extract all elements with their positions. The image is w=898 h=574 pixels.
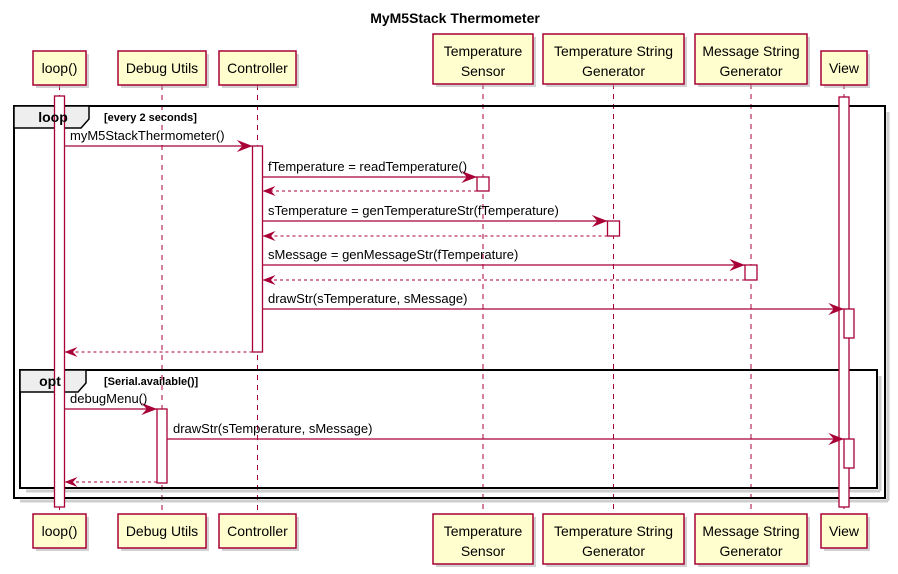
loop-frame (13, 105, 886, 499)
participant-bottom-view: View (820, 513, 870, 551)
activation-message-string-generator (744, 264, 758, 281)
diagram-title: MyM5Stack Thermometer (370, 10, 540, 26)
activation-temperature-string-generator (606, 220, 621, 237)
participant-label-line1: Temperature (444, 43, 523, 59)
participant-label-line1: Temperature String (554, 43, 673, 59)
participant-label: loop() (42, 60, 78, 76)
participant-top-view: View (820, 50, 870, 88)
message-label-mym5stackthermometer: myM5StackThermometer() (70, 128, 225, 143)
participant-label-line1: Temperature (444, 523, 523, 539)
message-label-genmessagestr: sMessage = genMessageStr(fTemperature) (268, 247, 518, 262)
message-label-debugmenu: debugMenu() (70, 391, 147, 406)
activation-debug-utils (156, 408, 168, 484)
participant-top-message-string-generator: Message String Generator (694, 33, 810, 87)
participant-label-line1: Message String (702, 43, 799, 59)
opt-frame-label: opt (39, 373, 61, 389)
loop-frame-condition: [every 2 seconds] (104, 112, 197, 124)
participant-label-line2: Generator (719, 543, 782, 559)
participant-bottom-temperature-string-generator: Temperature String Generator (542, 513, 687, 567)
participant-label: View (829, 523, 860, 539)
participant-top-debug-utils: Debug Utils (117, 50, 209, 88)
participant-top-controller: Controller (218, 50, 299, 88)
participant-bottom-message-string-generator: Message String Generator (694, 513, 810, 567)
activation-temperature-sensor (476, 176, 490, 192)
message-label-drawstr-loop: drawStr(sTemperature, sMessage) (268, 291, 467, 306)
participant-label-line2: Generator (719, 63, 782, 79)
participant-label: Controller (227, 60, 288, 76)
participant-bottom-loop: loop() (32, 513, 89, 551)
opt-frame-shadow (26, 376, 882, 493)
participant-label: Debug Utils (126, 60, 198, 76)
loop-frame-header (13, 105, 90, 129)
opt-frame (19, 369, 878, 489)
participant-bottom-debug-utils: Debug Utils (117, 513, 209, 551)
opt-frame-header (19, 369, 87, 393)
participant-label-line2: Sensor (461, 63, 506, 79)
activation-view-drawstr-2 (843, 438, 855, 469)
participant-label-line1: Temperature String (554, 523, 673, 539)
activation-view-drawstr-1 (843, 308, 855, 339)
message-label-readtemperature: fTemperature = readTemperature() (268, 159, 467, 174)
activation-controller (251, 145, 264, 353)
participant-label: loop() (42, 523, 78, 539)
participant-label-line2: Sensor (461, 543, 506, 559)
participant-label-line2: Generator (582, 543, 645, 559)
participant-label: Debug Utils (126, 523, 198, 539)
participant-label: Controller (227, 523, 288, 539)
opt-frame-condition: [Serial.available()] (104, 376, 198, 388)
participant-label: View (829, 60, 860, 76)
participant-top-loop: loop() (32, 50, 89, 88)
loop-frame-shadow (20, 112, 890, 503)
participant-label-line2: Generator (582, 63, 645, 79)
activation-loop (53, 95, 66, 508)
participant-bottom-temperature-sensor: Temperature Sensor (432, 513, 536, 567)
participant-bottom-controller: Controller (218, 513, 299, 551)
participant-top-temperature-string-generator: Temperature String Generator (542, 33, 687, 87)
activation-view (838, 96, 850, 508)
message-label-drawstr-opt: drawStr(sTemperature, sMessage) (173, 421, 372, 436)
loop-frame-label: loop (38, 109, 68, 125)
participant-label-line1: Message String (702, 523, 799, 539)
participant-top-temperature-sensor: Temperature Sensor (432, 33, 536, 87)
message-label-gentemperaturestr: sTemperature = genTemperatureStr(fTemper… (268, 203, 559, 218)
